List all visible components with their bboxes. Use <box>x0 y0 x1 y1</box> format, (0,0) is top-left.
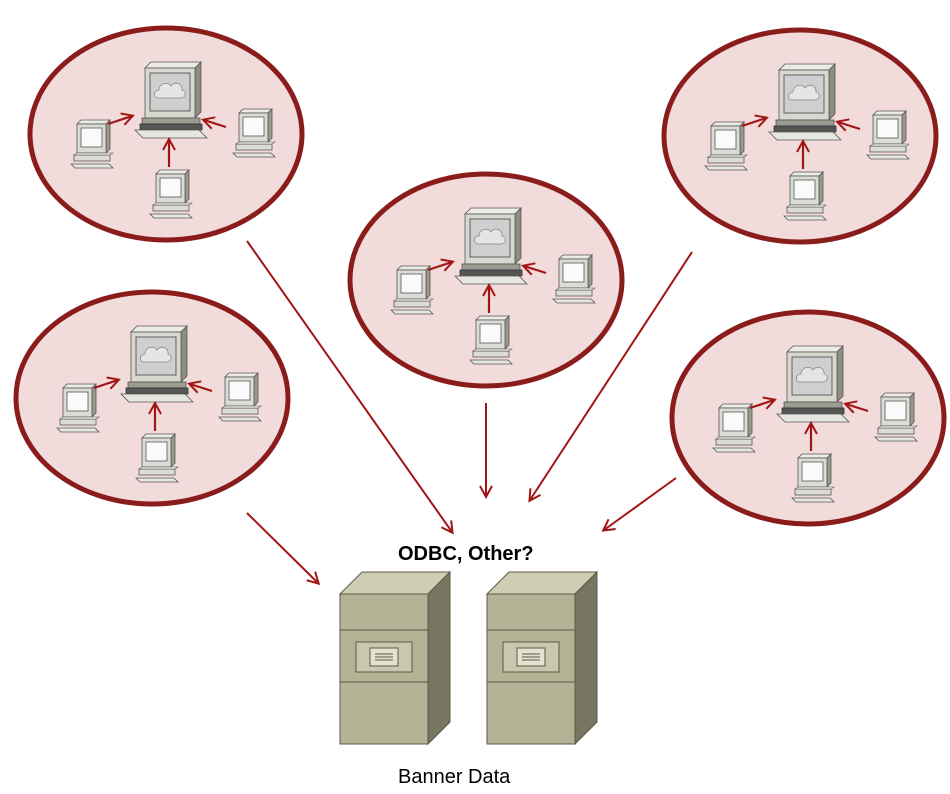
file-cabinet-icon <box>339 571 451 745</box>
connection-arrows <box>246 240 693 583</box>
data-store-label: Banner Data <box>398 766 511 788</box>
arrow-top-right <box>530 251 693 500</box>
network-top-right <box>664 30 936 242</box>
arrow-mid-right <box>604 477 677 530</box>
protocol-label: ODBC, Other? <box>398 543 534 565</box>
network-mid-left <box>16 292 288 504</box>
network-mid-right <box>672 312 944 524</box>
arrow-top-left <box>246 240 452 532</box>
file-cabinet-icon <box>486 571 598 745</box>
arrow-mid-left <box>246 512 318 583</box>
network-top-left <box>30 28 302 240</box>
network-center <box>350 174 622 386</box>
